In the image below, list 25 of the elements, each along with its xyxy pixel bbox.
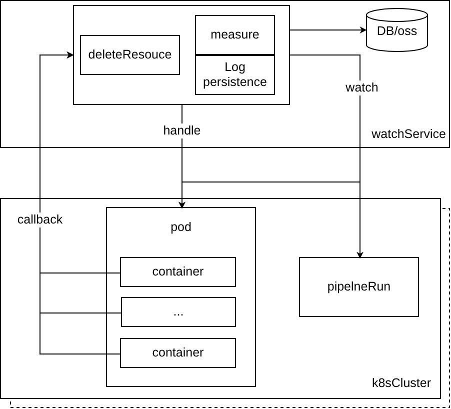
node-label: measure (210, 28, 260, 42)
process-box (120, 257, 236, 287)
process-box (106, 207, 256, 387)
node-label: ... (172, 304, 185, 320)
edge-label: handle (162, 124, 202, 138)
process-box (80, 35, 180, 75)
process-box (195, 55, 275, 95)
node-label: k8sCluster (372, 376, 431, 391)
node-label: watchService (372, 127, 446, 142)
node-label: DB/oss (376, 24, 418, 39)
node-label: container (151, 346, 205, 360)
node-label: container (151, 264, 205, 280)
process-box (73, 5, 290, 105)
service-frame (0, 0, 450, 148)
edge-label: watch (344, 80, 380, 96)
node-label: pipelneRun (326, 280, 392, 294)
edge-label: callback (16, 212, 64, 228)
node-label: pod (170, 220, 192, 235)
process-box (195, 15, 275, 55)
process-box (121, 297, 236, 327)
node-label: deleteResouce (87, 48, 173, 62)
node-label: Log persistence (202, 60, 268, 90)
process-box (120, 338, 236, 368)
arrow (290, 26, 367, 34)
process-box (299, 257, 419, 317)
